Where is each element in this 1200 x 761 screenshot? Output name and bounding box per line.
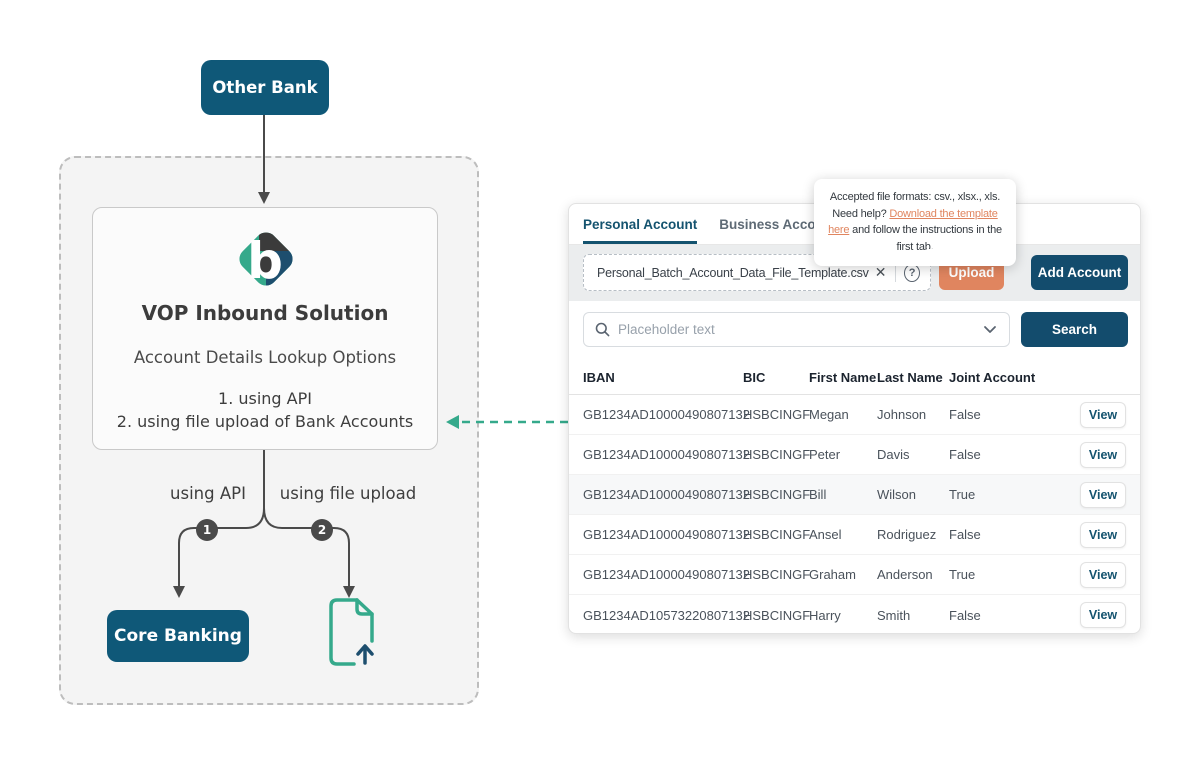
cell-first-name: Graham [809,567,856,582]
branch-badge-1: 1 [196,519,218,541]
clear-file-icon[interactable]: ✕ [874,264,887,280]
table-row: GB1234AD10573220807132 HSBCINGF Harry Sm… [569,595,1140,633]
view-button[interactable]: View [1080,481,1126,508]
tooltip-formats-line: Accepted file formats: csv., xlsx., xls. [829,191,1001,203]
search-icon [595,322,610,337]
header-bic: BIC [743,370,766,385]
cell-joint-account: True [949,487,976,502]
cell-bic: HSBCINGF [743,487,811,502]
view-button[interactable]: View [1080,521,1126,548]
view-button[interactable]: View [1080,602,1126,628]
tab-business-account[interactable]: Business Account [719,216,837,232]
table-header-row: IBAN BIC First Name Last Name Joint Acco… [569,361,1140,395]
cell-first-name: Ansel [809,527,842,542]
tooltip-help-line: Need help? Download the template here an… [828,207,1002,253]
branch-badge-2: 2 [311,519,333,541]
cell-bic: HSBCINGF [743,407,811,422]
card-option-file-upload: 2. using file upload of Bank Accounts [116,412,414,431]
cell-bic: HSBCINGF [743,607,811,623]
accounts-table: IBAN BIC First Name Last Name Joint Acco… [569,361,1140,633]
svg-text:b: b [247,232,283,290]
divider [895,263,897,282]
header-first-name: First Name [809,370,877,385]
cell-last-name: Rodriguez [877,527,937,542]
cell-iban: GB1234AD10000490807132 [583,487,750,502]
cell-last-name: Wilson [877,487,917,502]
chevron-down-icon[interactable] [983,325,997,334]
view-button[interactable]: View [1080,441,1126,468]
table-row: GB1234AD10000490807132 HSBCINGF Bill Wil… [569,475,1140,515]
cell-last-name: Anderson [877,567,933,582]
tab-personal-account[interactable]: Personal Account [583,204,698,244]
download-template-link[interactable]: Download the template here [828,207,998,237]
tooltip-pointer [926,249,944,259]
card-option-api: 1. using API [218,389,312,408]
view-button[interactable]: View [1080,561,1126,588]
cell-first-name: Peter [809,447,841,462]
header-joint-account: Joint Account [949,370,1036,385]
table-row: GB1234AD10000490807132 HSBCINGF Peter Da… [569,435,1140,475]
header-iban: IBAN [583,370,615,385]
add-account-button[interactable]: Add Account [1031,255,1128,290]
search-input[interactable] [618,322,983,337]
cell-joint-account: False [949,607,981,623]
search-box[interactable] [583,312,1010,347]
cell-joint-account: True [949,567,976,582]
cell-last-name: Johnson [877,407,927,422]
cell-joint-account: False [949,527,981,542]
selected-filename: Personal_Batch_Account_Data_File_Templat… [597,265,869,280]
other-bank-node: Other Bank [201,60,329,115]
cell-first-name: Bill [809,487,827,502]
view-button[interactable]: View [1080,401,1126,428]
cell-first-name: Harry [809,607,841,623]
branch-label-file-upload: using file upload [279,484,417,503]
search-row: Search [569,312,1140,347]
vop-solution-card: b VOP Inbound Solution Account Details L… [92,207,438,450]
file-upload-icon [324,597,376,667]
table-row: GB1234AD10000490807132 HSBCINGF Megan Jo… [569,395,1140,435]
help-icon[interactable]: ? [904,263,920,282]
vop-logo-icon: b [231,224,301,294]
card-title: VOP Inbound Solution [141,301,389,325]
table-row: GB1234AD10000490807132 HSBCINGF Graham A… [569,555,1140,595]
cell-bic: HSBCINGF [743,447,811,462]
cell-bic: HSBCINGF [743,527,811,542]
cell-bic: HSBCINGF [743,567,811,582]
cell-last-name: Smith [877,607,911,623]
card-subtitle: Account Details Lookup Options [133,348,397,367]
search-button[interactable]: Search [1021,312,1128,347]
cell-joint-account: False [949,447,981,462]
cell-iban: GB1234AD10573220807132 [583,607,750,623]
upload-help-tooltip: Accepted file formats: csv., xlsx., xls.… [814,179,1016,266]
cell-first-name: Megan [809,407,849,422]
cell-iban: GB1234AD10000490807132 [583,407,750,422]
header-last-name: Last Name [877,370,943,385]
account-panel: Personal Account Business Account Person… [568,203,1141,634]
cell-joint-account: False [949,407,981,422]
cell-last-name: Davis [877,447,910,462]
branch-label-api: using API [170,484,246,503]
cell-iban: GB1234AD10000490807132 [583,567,750,582]
table-row: GB1234AD10000490807132 HSBCINGF Ansel Ro… [569,515,1140,555]
core-banking-node: Core Banking [107,610,249,662]
cell-iban: GB1234AD10000490807132 [583,447,750,462]
cell-iban: GB1234AD10000490807132 [583,527,750,542]
